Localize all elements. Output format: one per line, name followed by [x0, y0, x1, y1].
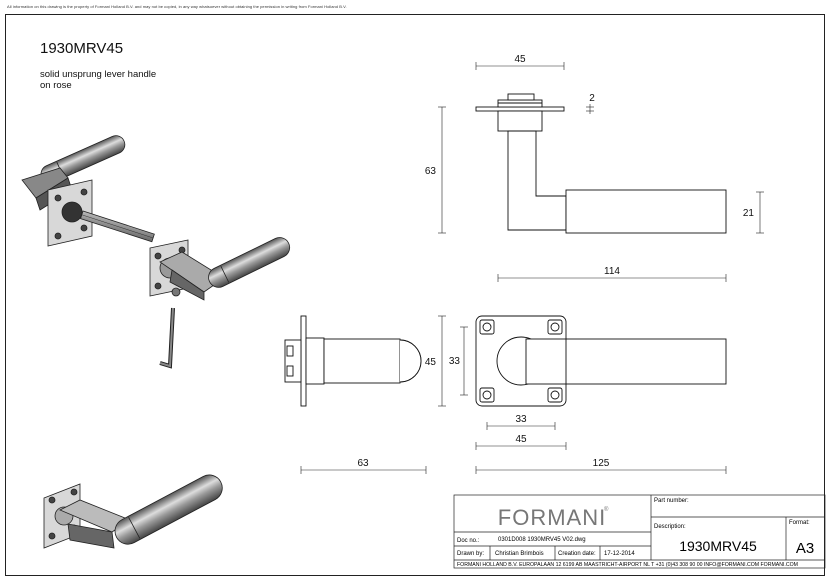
dim-overall-length: 125: [593, 458, 610, 469]
exploded-isometric-view: [21, 135, 291, 369]
dimension-labels: 45 2 63 21 114 45 33 33 45 63 125: [357, 54, 754, 469]
dim-rose-height: 45: [425, 357, 437, 368]
rose-body-side: [497, 110, 543, 132]
dim-screw-spacing-horizontal: 33: [515, 414, 527, 425]
drawn-by-label: Drawn by:: [457, 551, 484, 557]
lever-grip-plan: [525, 338, 727, 385]
dim-screw-spacing-vertical: 33: [449, 356, 461, 367]
doc-no-value: 0301D008 1930MRV45 V02.dwg: [498, 537, 586, 543]
doc-no-label: Doc no.:: [457, 538, 480, 544]
plan-view: [475, 315, 727, 407]
rose-plate-side: [475, 106, 565, 112]
product-description: solid unsprung lever handle on rose: [40, 69, 156, 91]
rose-cap-side: [497, 99, 543, 108]
dim-rose-width-bottom: 45: [515, 434, 527, 445]
rose-plate-edge: [300, 315, 307, 407]
product-code: 1930MRV45: [40, 40, 124, 57]
side-elevation: [475, 93, 727, 234]
lever-grip-side: [565, 189, 727, 234]
dim-rose-thickness: 2: [589, 93, 595, 104]
rose-collar-edge: [305, 337, 325, 385]
description-line-2: on rose: [40, 80, 72, 91]
format-label: Format:: [789, 520, 810, 526]
company-address: FORMANI HOLLAND B.V. EUROPALAAN 12 6199 …: [457, 562, 798, 568]
creation-date-value: 17-12-2014: [604, 551, 635, 557]
lever-neck-side: [507, 130, 567, 231]
dim-lever-length: 114: [604, 266, 620, 277]
dim-projection: 63: [357, 458, 369, 469]
screw-holes: [479, 319, 563, 403]
description-line-1: solid unsprung lever handle: [40, 69, 157, 80]
drawn-by-value: Christian Brimbois: [495, 551, 544, 557]
title-format: A3: [796, 540, 814, 557]
spindle-stub-side: [507, 93, 535, 101]
creation-date-label: Creation date:: [558, 551, 596, 557]
dimension-lines: [300, 62, 764, 474]
title-block: FORMANI ® Part number: Description: Form…: [453, 494, 826, 569]
dim-height-side: 63: [425, 166, 437, 177]
part-number-label: Part number:: [654, 498, 689, 504]
copyright-notice: All information on this drawing is the p…: [7, 4, 347, 9]
dim-rose-width-top: 45: [514, 54, 526, 65]
assembled-isometric-view: [43, 474, 223, 549]
lever-neck-edge: [323, 338, 401, 384]
title-description: 1930MRV45: [679, 538, 757, 554]
dim-lever-diameter: 21: [743, 208, 755, 219]
logo-registered-mark: ®: [604, 506, 609, 513]
description-label: Description:: [654, 524, 686, 530]
edge-view: [284, 315, 422, 407]
formani-logo: FORMANI: [498, 505, 606, 530]
drawing-frame: [5, 14, 825, 576]
